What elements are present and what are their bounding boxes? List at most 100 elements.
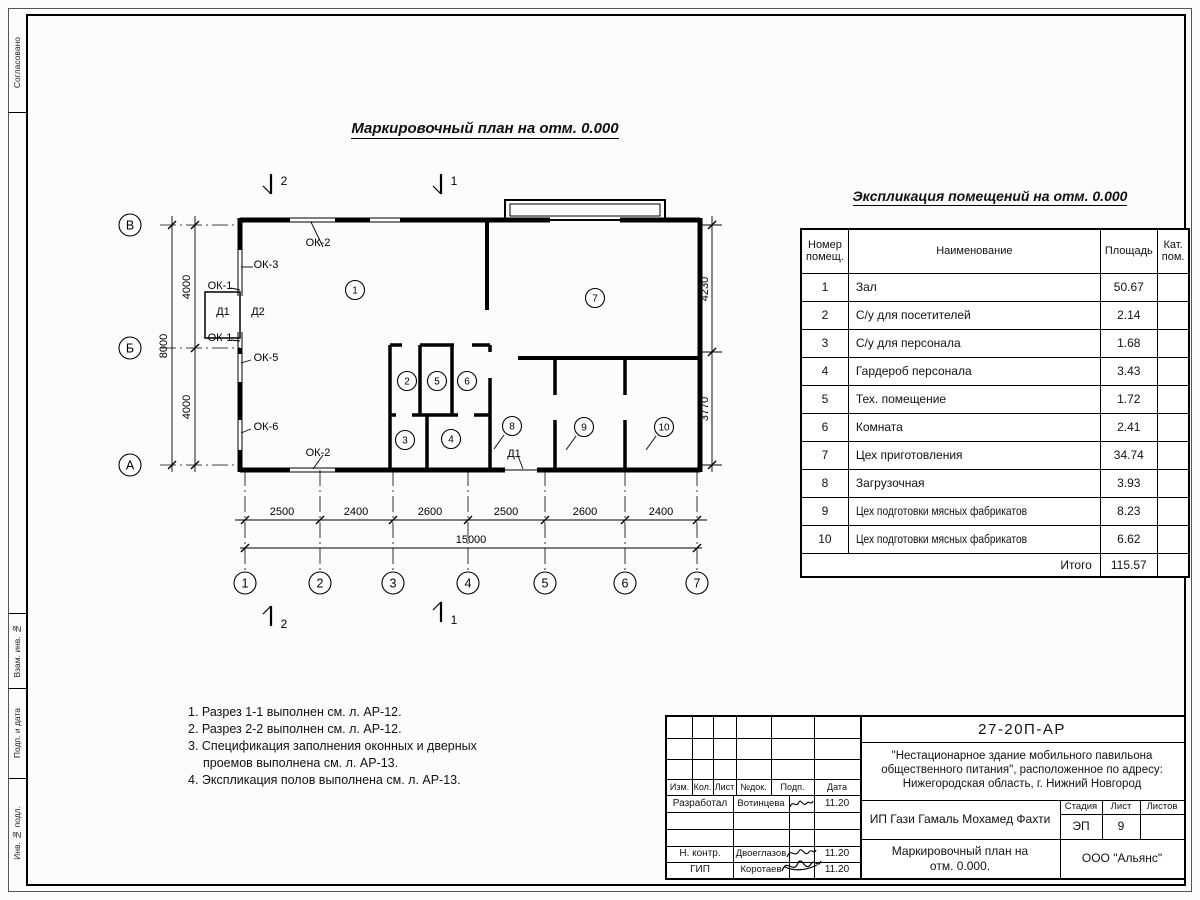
cell-name: Зал bbox=[847, 272, 1101, 302]
axis-label: В bbox=[126, 219, 134, 233]
tb-role: ГИП bbox=[690, 864, 710, 875]
cell-area: 1.72 bbox=[1099, 384, 1158, 414]
tb-line bbox=[1060, 814, 1184, 815]
tb-name: Коротаев bbox=[740, 864, 782, 876]
edge-label: Согласовано bbox=[12, 37, 22, 89]
axis-label: Б bbox=[126, 342, 134, 356]
room-number: 1 bbox=[352, 286, 358, 297]
tb-line bbox=[713, 717, 714, 795]
dim-text: 2400 bbox=[344, 506, 368, 518]
cell-num: 4 bbox=[800, 356, 849, 386]
room-number: 10 bbox=[658, 423, 670, 434]
cell-cat bbox=[1156, 356, 1190, 386]
opening-label: ОК-2 bbox=[306, 447, 331, 459]
tb-line bbox=[667, 862, 860, 863]
dimension-texts: 2500 2400 2600 2500 2600 2400 15000 4000… bbox=[158, 275, 711, 546]
tb-line bbox=[667, 829, 860, 830]
tb-project-description: "Нестационарное здание мобильного павиль… bbox=[881, 750, 1163, 790]
room-number: 2 bbox=[404, 377, 410, 388]
edge-cell-inv-podl: Инв. № подл. bbox=[8, 778, 26, 886]
table-header-row: Номер помещ. Наименование Площадь Кат. п… bbox=[800, 228, 1190, 274]
tb-header-izm: Изм. bbox=[669, 781, 690, 792]
signature bbox=[789, 800, 814, 808]
cell-area: 34.74 bbox=[1099, 440, 1158, 470]
cell-cat bbox=[1156, 468, 1190, 498]
cell-num: 3 bbox=[800, 328, 849, 358]
cell-num: 8 bbox=[800, 468, 849, 498]
tb-line bbox=[860, 742, 1184, 743]
tb-stage-value: ЭП bbox=[1072, 819, 1090, 834]
title-block: Изм. Кол. Лист №док. Подп. Дата Разработ… bbox=[665, 715, 1186, 880]
tb-role: Разработал bbox=[672, 797, 728, 809]
dim-text: 3770 bbox=[699, 397, 711, 421]
opening-label: Д1 bbox=[507, 448, 521, 460]
tb-date: 11.20 bbox=[824, 797, 850, 809]
axis-label: 4 bbox=[465, 577, 472, 591]
tb-line bbox=[860, 800, 1184, 801]
cell-name: Загрузочная bbox=[847, 468, 1101, 498]
note-item: 2. Разрез 2-2 выполнен см. л. АР-12. bbox=[188, 721, 402, 736]
tb-sheet-value: 9 bbox=[1117, 819, 1125, 834]
cell-name: Гардероб персонала bbox=[847, 356, 1101, 386]
dim-text: 2600 bbox=[573, 506, 597, 518]
dim-text: 2500 bbox=[270, 506, 294, 518]
dim-text: 4000 bbox=[181, 395, 193, 419]
tb-sheet-label: Лист bbox=[1110, 801, 1132, 813]
tb-line bbox=[692, 717, 693, 795]
section-label: 1 bbox=[451, 613, 458, 627]
tb-line bbox=[814, 717, 815, 878]
cell-cat bbox=[1156, 272, 1190, 302]
axis-lines bbox=[160, 224, 698, 571]
cell-cat bbox=[1156, 384, 1190, 414]
tb-header-data: Дата bbox=[827, 781, 847, 792]
cell-name: Цех приготовления bbox=[847, 440, 1101, 470]
opening-label: ОК-1 bbox=[208, 332, 233, 344]
tb-line bbox=[1102, 800, 1103, 839]
tb-line bbox=[733, 795, 734, 878]
outer-border bbox=[8, 8, 1192, 892]
dim-text: 4230 bbox=[699, 277, 711, 301]
axis-label: 2 bbox=[317, 577, 324, 591]
cell-cat bbox=[1156, 524, 1190, 554]
plan-title: Маркировочный план на отм. 0.000 bbox=[351, 120, 619, 139]
tb-drawing-name: Маркировочный план на отм. 0.000. bbox=[891, 844, 1029, 873]
room-number: 5 bbox=[434, 377, 440, 388]
tb-line bbox=[667, 779, 860, 780]
cell-cat bbox=[1156, 496, 1190, 526]
dim-text: 2600 bbox=[418, 506, 442, 518]
cell-num: 7 bbox=[800, 440, 849, 470]
notes-list: 1. Разрез 1-1 выполнен см. л. АР-12. 2. … bbox=[188, 704, 506, 788]
section-label: 1 bbox=[451, 174, 458, 188]
cell-cat bbox=[1156, 328, 1190, 358]
windows-openings bbox=[204, 199, 666, 473]
tb-line bbox=[1140, 800, 1141, 839]
note-item: 4. Экспликация полов выполнена см. л. АР… bbox=[188, 772, 461, 787]
axis-label: 6 bbox=[622, 577, 629, 591]
edge-label: Подп. и дата bbox=[12, 708, 22, 759]
tb-stage-label: Стадия bbox=[1064, 801, 1098, 813]
tb-role: Н. контр. bbox=[679, 848, 721, 859]
dim-text: 2500 bbox=[494, 506, 518, 518]
cell-name: С/у для посетителей bbox=[847, 300, 1101, 330]
floor-plan: 2500 2400 2600 2500 2600 2400 15000 4000… bbox=[118, 174, 722, 631]
cell-area: 1.68 bbox=[1099, 328, 1158, 358]
tb-line bbox=[789, 795, 790, 878]
leader-lines bbox=[230, 221, 657, 470]
axis-label: 1 bbox=[242, 577, 249, 591]
cell-area: 50.67 bbox=[1099, 272, 1158, 302]
room-number: 4 bbox=[448, 435, 454, 446]
col-header-num: Номер помещ. bbox=[800, 228, 849, 274]
tb-line bbox=[736, 717, 737, 795]
total-label: Итого bbox=[800, 552, 1101, 578]
opening-label: ОК-1 bbox=[208, 280, 233, 292]
tb-date: 11.20 bbox=[824, 848, 850, 859]
opening-labels: ОК-2 ОК-3 ОК-1 Д1 Д2 ОК-1 ОК-5 ОК-6 ОК-2… bbox=[208, 237, 521, 460]
cell-cat bbox=[1156, 440, 1190, 470]
tb-line bbox=[1060, 800, 1061, 878]
room-number: 9 bbox=[581, 423, 587, 434]
